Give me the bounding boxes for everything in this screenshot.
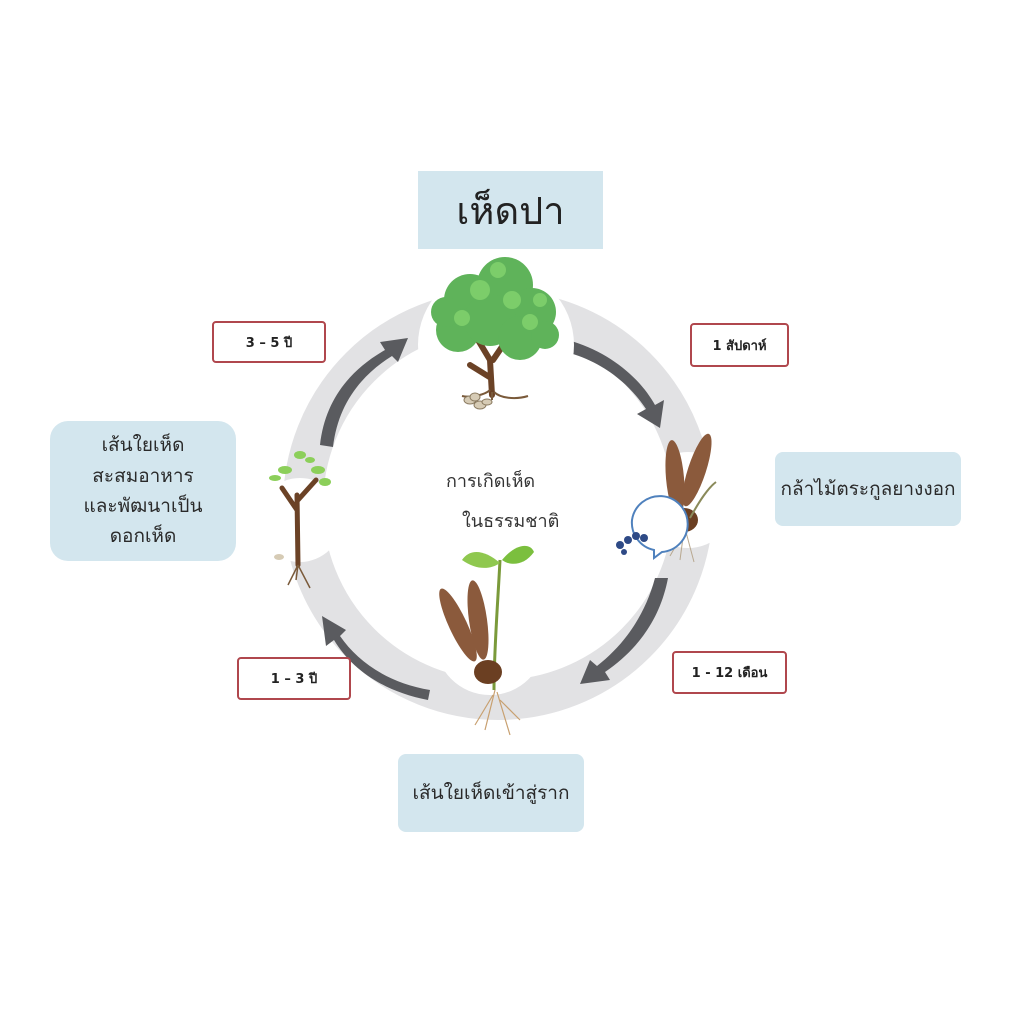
stage-label-line: และพัฒนาเป็น: [83, 495, 203, 517]
stage-label-line: เส้นใยเห็ด: [101, 434, 185, 457]
stage-label-line: ดอกเห็ด: [109, 525, 177, 548]
cycle-arrows: [320, 338, 668, 700]
stage-box-root-entry: เส้นใยเห็ดเข้าสู่ราก: [398, 754, 584, 832]
stage-label: เส้นใยเห็ดเข้าสู่ราก: [412, 781, 570, 804]
stage-label-line: สะสมอาหาร: [92, 464, 194, 487]
arrow-top-left: [320, 338, 408, 447]
young-tree-illustration: [258, 451, 342, 589]
duration-box-3-5-years: 3 – 5 ปี: [212, 321, 326, 363]
sprout-illustration: [435, 545, 545, 736]
diagram-title: เห็ดปา: [456, 188, 565, 233]
arrow-top-right: [566, 340, 664, 428]
center-caption-line1: การเกิดเห็ด: [446, 471, 536, 492]
stage-box-mycelium: เส้นใยเห็ด สะสมอาหาร และพัฒนาเป็น ดอกเห็…: [50, 421, 236, 561]
duration-label: 1 - 12 เดือน: [691, 666, 768, 681]
duration-label: 3 – 5 ปี: [245, 335, 293, 351]
big-tree-illustration: [418, 257, 574, 423]
duration-label: 1 สัปดาห์: [712, 338, 767, 354]
duration-box-1-12-months: 1 - 12 เดือน: [672, 651, 787, 694]
arrow-bottom-left: [322, 616, 430, 700]
arrow-bottom-right: [580, 578, 668, 684]
center-caption-line2: ในธรรมชาติ: [462, 511, 560, 532]
stage-box-seedling: กล้าไม้ตระกูลยางงอก: [775, 452, 961, 526]
duration-box-1-week: 1 สัปดาห์: [690, 323, 789, 367]
duration-label: 1 – 3 ปี: [270, 672, 318, 687]
duration-box-1-3-years: 1 – 3 ปี: [237, 657, 351, 700]
seed-illustration: [616, 433, 736, 563]
stage-label: กล้าไม้ตระกูลยางงอก: [780, 477, 956, 500]
title-box: เห็ดปา: [418, 171, 603, 249]
